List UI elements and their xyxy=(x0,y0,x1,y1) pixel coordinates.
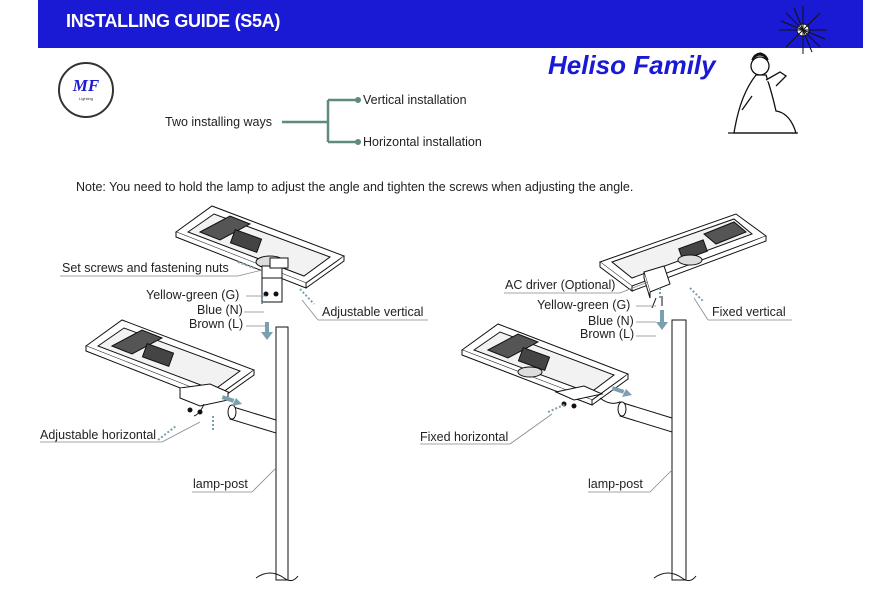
left-horizontal-label: Adjustable horizontal xyxy=(40,428,157,442)
left-vertical-bracket xyxy=(261,257,289,303)
left-leader-lines xyxy=(40,269,428,493)
vertical-installation-option: Vertical installation xyxy=(363,93,467,107)
company-logo: MF Lighting xyxy=(58,62,114,118)
right-wire-l-label: Brown (L) xyxy=(580,327,635,341)
horizontal-installation-option: Horizontal installation xyxy=(363,135,482,149)
adjustment-note: Note: You need to hold the lamp to adjus… xyxy=(76,180,634,194)
right-leader-lines xyxy=(420,281,792,493)
right-horizontal-arrow xyxy=(611,386,632,397)
right-dotted-arrows xyxy=(547,287,705,413)
left-horizontal-bracket xyxy=(178,383,230,417)
left-wire-n-label: Blue (N) xyxy=(197,303,243,317)
right-vertical-pole-arrow xyxy=(656,310,668,330)
header-bar: INSTALLING GUIDE (S5A) xyxy=(38,0,863,48)
install-tree-connector xyxy=(282,98,356,144)
right-ac-driver-box xyxy=(643,265,671,309)
right-wire-g-label: Yellow-green (G) xyxy=(537,298,631,312)
right-vertical-label: Fixed vertical xyxy=(712,305,786,319)
page-title: INSTALLING GUIDE (S5A) xyxy=(66,11,281,31)
right-horizontal-label: Fixed horizontal xyxy=(420,430,509,444)
left-vertical-label: Adjustable vertical xyxy=(322,305,424,319)
right-top-solar-lamp xyxy=(598,213,768,292)
sun-icon xyxy=(779,6,827,54)
left-wire-g-label: Yellow-green (G) xyxy=(146,288,240,302)
right-driver-label: AC driver (Optional) xyxy=(505,278,616,292)
right-lamp-post xyxy=(617,319,697,582)
left-lamp-post xyxy=(227,326,299,582)
right-horizontal-bracket xyxy=(554,385,621,409)
left-bottom-solar-lamp xyxy=(84,319,256,403)
left-horizontal-arrow xyxy=(221,395,242,406)
right-lamp-post-label: lamp-post xyxy=(588,477,643,491)
right-wire-n-label: Blue (N) xyxy=(588,314,634,328)
logo-initials: MF xyxy=(72,76,100,95)
praying-figure-icon xyxy=(728,52,798,134)
left-wire-l-label: Brown (L) xyxy=(189,317,244,331)
left-lamp-post-label: lamp-post xyxy=(193,477,248,491)
tree-node-dot xyxy=(355,139,361,145)
brand-name: Heliso Family xyxy=(548,50,716,80)
install-methods-root: Two installing ways xyxy=(165,115,272,129)
left-vertical-pole-arrow xyxy=(261,322,273,340)
logo-subtitle: Lighting xyxy=(78,96,93,101)
left-screws-label: Set screws and fastening nuts xyxy=(62,261,229,275)
tree-node-dot xyxy=(355,97,361,103)
